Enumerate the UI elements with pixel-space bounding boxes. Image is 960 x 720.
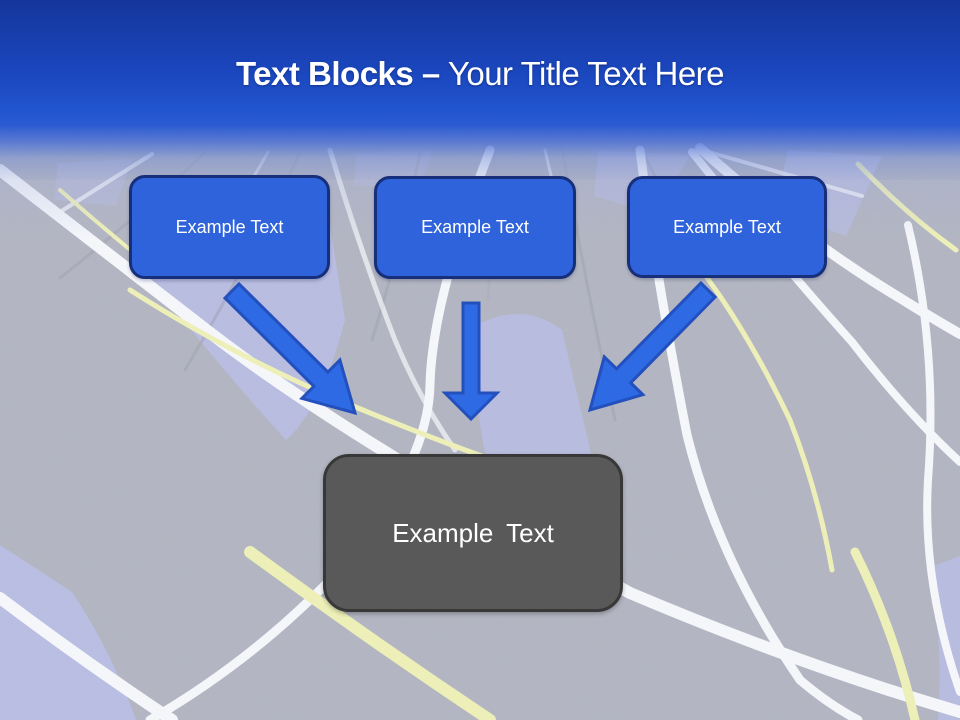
down-arrow-icon[interactable]	[441, 301, 501, 422]
slide-title-subtitle: Your Title Text Here	[447, 55, 725, 92]
text-block-2-label: Example Text	[421, 217, 529, 237]
slide-title-topic: Text Blocks –	[235, 55, 440, 92]
text-block-3-label: Example Text	[673, 216, 781, 237]
down-left-arrow-icon[interactable]	[587, 280, 718, 413]
text-block-1-label: Example Text	[175, 216, 284, 237]
summary-block-label: Example Text	[392, 517, 554, 548]
down-right-arrow-icon[interactable]	[222, 281, 358, 416]
summary-block[interactable]: Example Text	[323, 454, 623, 612]
text-block-2[interactable]: Example Text	[374, 176, 576, 279]
slide-title: Text Blocks – Your Title Text Here	[0, 52, 960, 96]
text-block-3[interactable]: Example Text	[627, 176, 827, 278]
text-block-1[interactable]: Example Text	[129, 175, 330, 279]
